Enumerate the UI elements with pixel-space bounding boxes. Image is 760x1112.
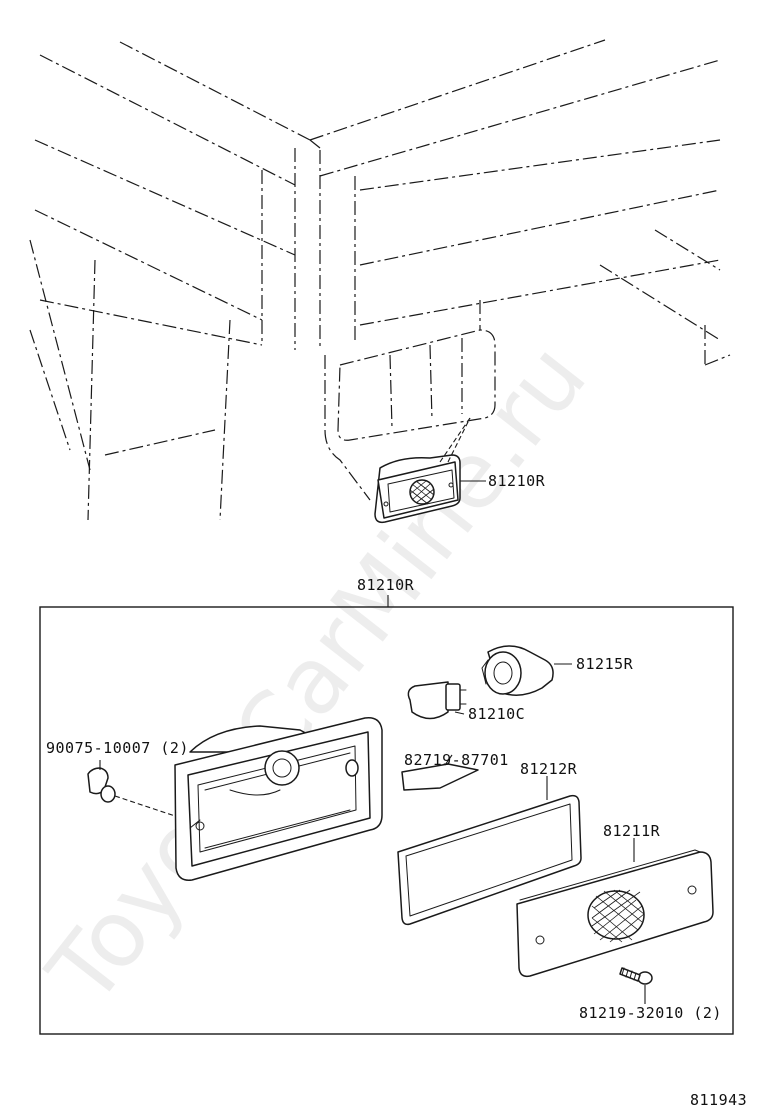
bulb-socket (481, 645, 572, 696)
bulb (407, 681, 467, 720)
label-label-plate: 82719-87701 (404, 751, 509, 769)
side-marker-lamp-assembly-top (374, 417, 486, 524)
vehicle-body-outline (29, 39, 731, 521)
exploded-view-frame (39, 606, 734, 1035)
figure-number: 811943 (690, 1091, 747, 1109)
clip-part (87, 767, 176, 817)
lens (516, 838, 714, 978)
label-plate (401, 754, 479, 791)
lens-grid (587, 889, 645, 943)
gasket (397, 776, 582, 926)
label-gasket: 81212R (520, 760, 578, 778)
lamp-housing-phantom (337, 329, 496, 441)
label-assembly-top: 81210R (488, 472, 546, 490)
label-screw: 81219-32010 (2) (579, 1004, 722, 1022)
label-clip: 90075-10007 (2) (46, 739, 189, 757)
label-lens: 81211R (603, 822, 661, 840)
label-bulb-socket: 81215R (576, 655, 634, 673)
lamp-body (174, 717, 383, 881)
screw (619, 967, 653, 1004)
label-bulb: 81210C (468, 705, 525, 723)
label-assembly-box: 81210R (357, 576, 415, 594)
lens-grid-small (409, 479, 435, 505)
